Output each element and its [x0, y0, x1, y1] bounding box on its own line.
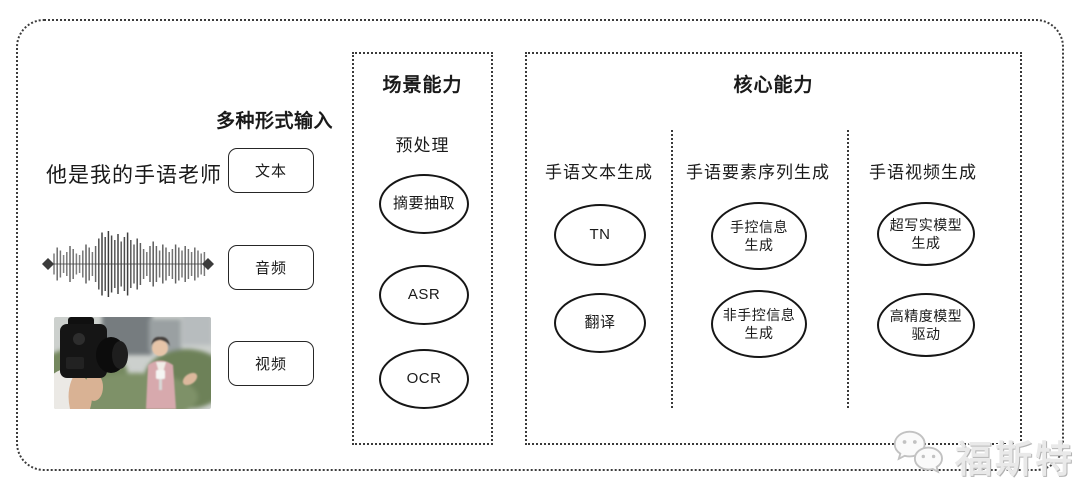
scene-box-title: 场景能力	[382, 75, 463, 96]
col-header-sl-element-seq-gen: 手语要素序列生成	[686, 163, 830, 182]
node-asr: ASR	[379, 265, 469, 325]
node-high-precision-model-drive: 高精度模型 驱动	[877, 293, 975, 357]
col-header-sl-text-gen: 手语文本生成	[545, 163, 653, 182]
node-hyperreal-model-gen: 超写实模型 生成	[877, 202, 975, 266]
reporter-video-still	[54, 317, 211, 409]
core-capability-box: 核心能力 手语文本生成 手语要素序列生成 手语视频生成 TN 翻译 手控信息 生…	[525, 52, 1022, 445]
input-type-video-label: 视频	[254, 356, 287, 373]
video-thumbnail	[54, 317, 211, 409]
scene-capability-box: 场景能力 预处理 摘要抽取 ASR OCR	[352, 52, 493, 445]
input-type-text-box: 文本	[228, 148, 314, 193]
audio-waveform-icon	[42, 231, 214, 297]
outer-dotted-border	[16, 19, 1064, 471]
preprocess-label: 预处理	[395, 136, 450, 155]
watermark: 福斯特	[890, 426, 1075, 486]
node-manual-info-gen: 手控信息 生成	[711, 202, 807, 270]
input-type-video-box: 视频	[228, 341, 314, 386]
col-header-sl-video-gen: 手语视频生成	[869, 163, 977, 182]
input-type-audio-label: 音频	[254, 260, 287, 277]
column-divider	[671, 130, 673, 408]
watermark-text: 福斯特	[955, 439, 1075, 480]
input-section-header: 多种形式输入	[216, 111, 334, 132]
node-translation: 翻译	[554, 293, 646, 353]
node-tn: TN	[554, 204, 646, 266]
node-non-manual-info-gen: 非手控信息 生成	[711, 290, 807, 358]
wechat-icon	[893, 430, 943, 474]
input-type-text-label: 文本	[254, 163, 287, 180]
input-type-audio-box: 音频	[228, 245, 314, 290]
sample-sentence: 他是我的手语老师	[46, 164, 222, 187]
node-ocr: OCR	[379, 349, 469, 409]
column-divider	[847, 130, 849, 408]
core-box-title: 核心能力	[733, 75, 814, 96]
node-summary-extraction: 摘要抽取	[379, 174, 469, 234]
